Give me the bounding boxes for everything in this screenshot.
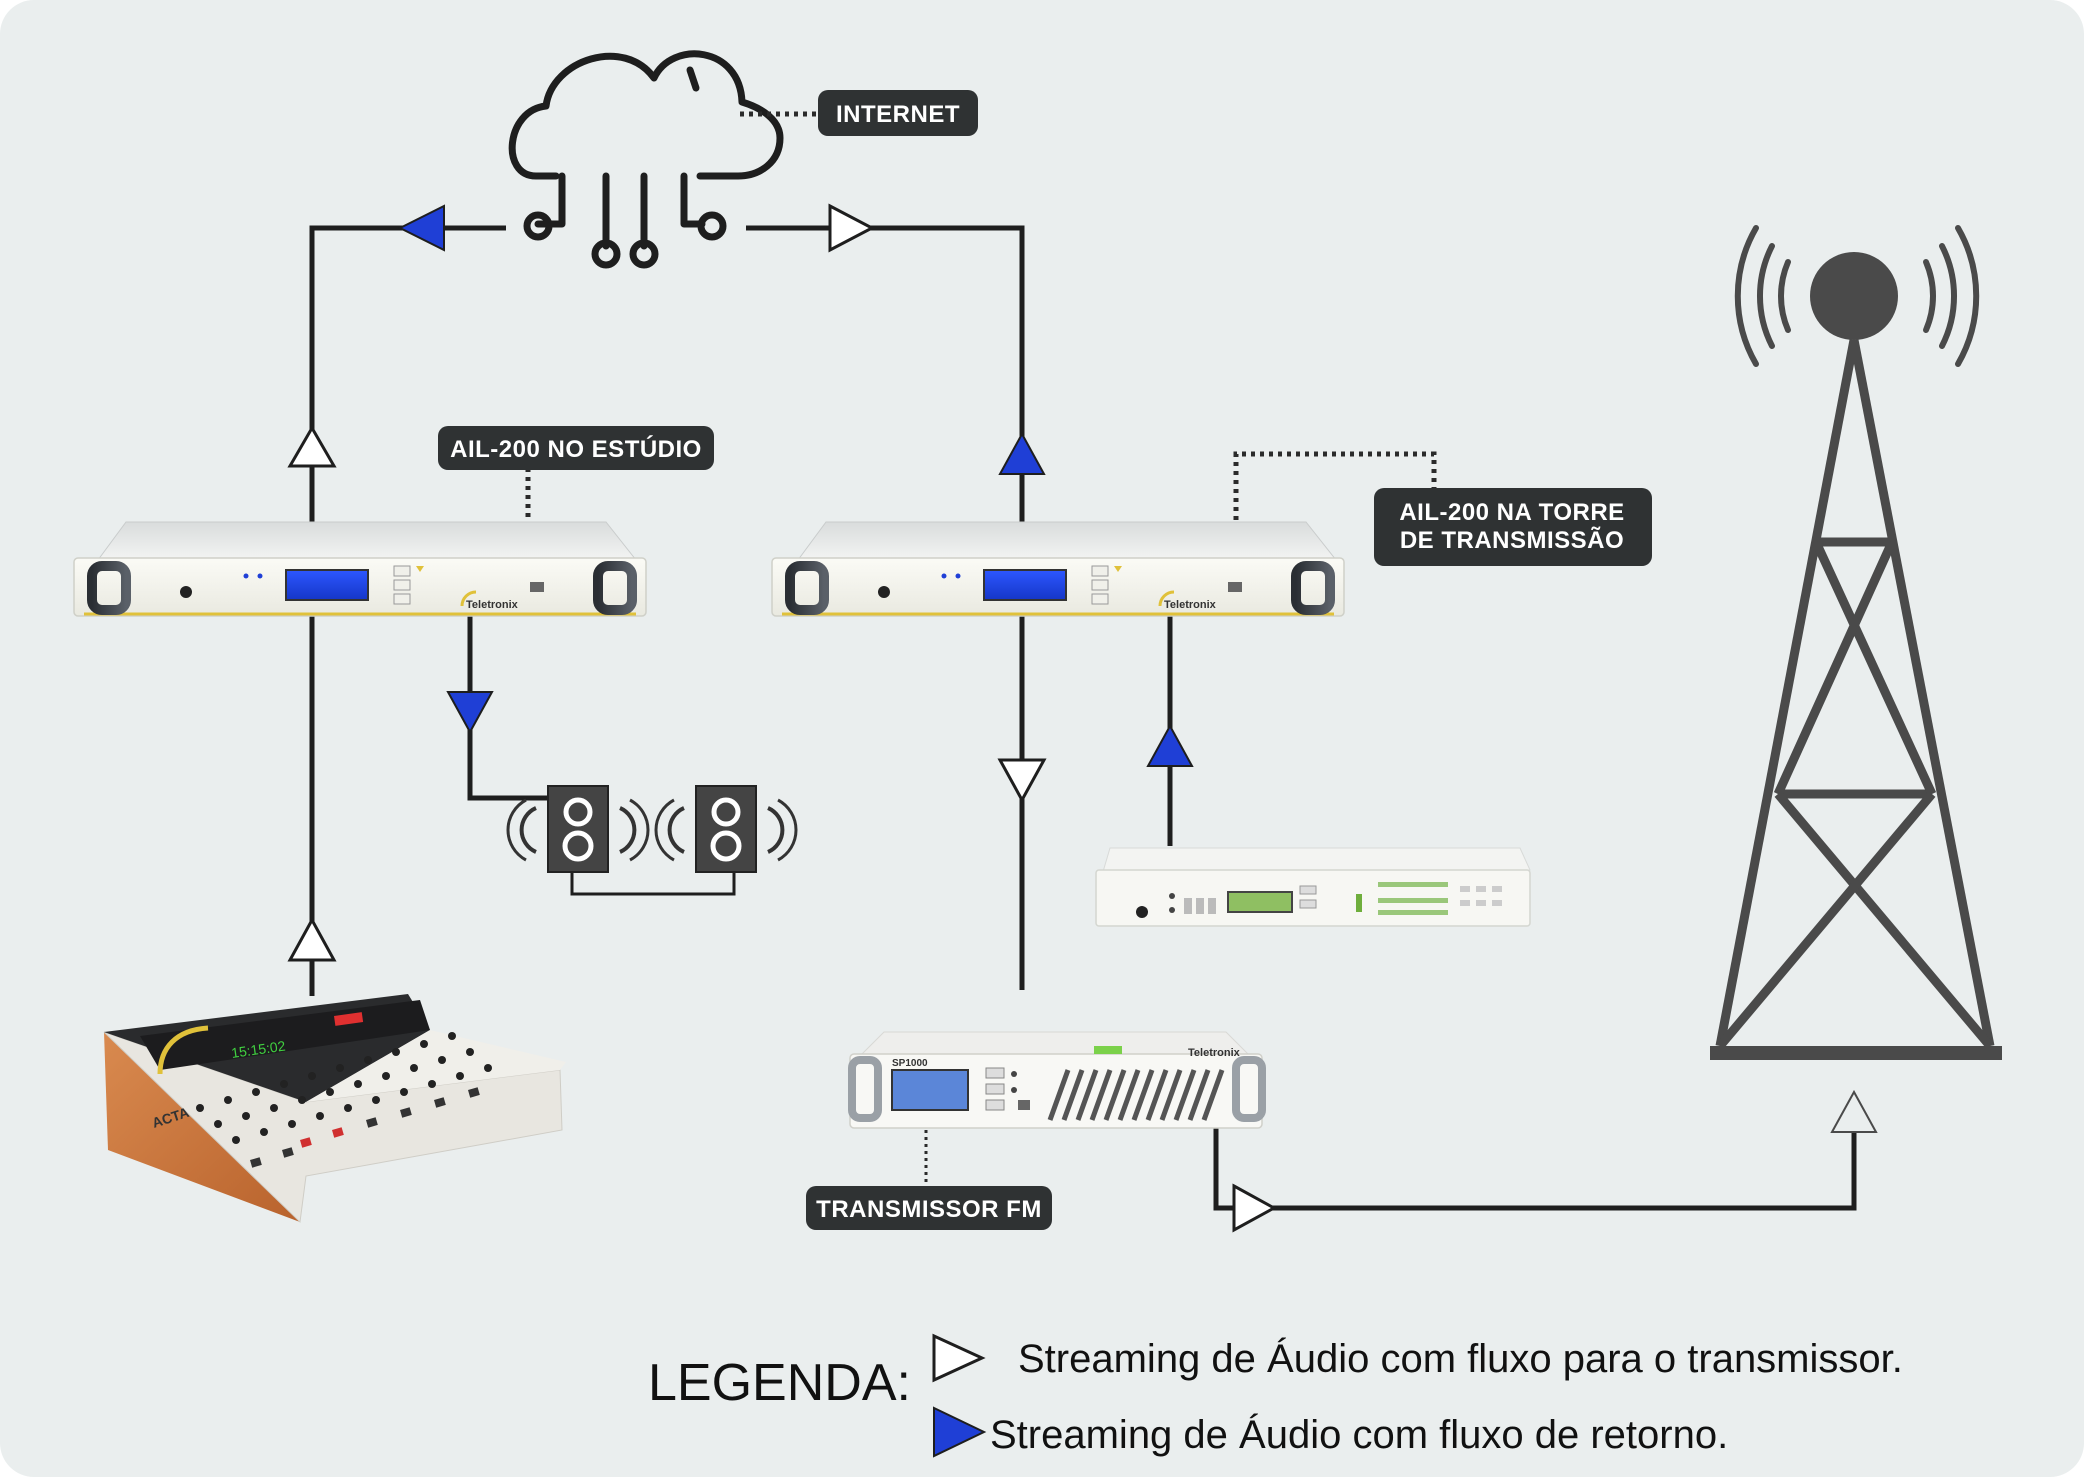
arrow-return-icon	[397, 204, 445, 252]
studio-codec-label: AIL-200 NO ESTÚDIO	[438, 426, 714, 470]
mixing-console-device: 15:15:02 ACTA	[103, 994, 566, 1224]
arrow-return-icon	[933, 1406, 987, 1458]
tower-codec-brand: Teletronix	[1164, 599, 1217, 611]
legend-forward-text: Streaming de Áudio com fluxo para o tran…	[1018, 1336, 1903, 1381]
arrow-forward-icon	[828, 203, 876, 253]
arrow-return-icon	[446, 691, 494, 735]
internet-label-text: INTERNET	[836, 101, 960, 128]
fm-transmitter-label: TRANSMISSOR FM	[806, 1186, 1052, 1230]
arrow-forward-icon	[1830, 1089, 1878, 1133]
arrow-forward-icon	[1232, 1183, 1278, 1233]
studio-codec-brand: Teletronix	[466, 599, 519, 611]
legend: LEGENDA: Streaming de Áudio com fluxo pa…	[648, 1333, 1903, 1458]
tower-label-leader	[1233, 451, 1437, 520]
transmitter-model-text: SP1000	[892, 1058, 928, 1069]
fm-transmitter-label-text: TRANSMISSOR FM	[816, 1196, 1042, 1223]
audio-processor-device	[1095, 847, 1531, 927]
tower-codec-label-line2: DE TRANSMISSÃO	[1400, 526, 1624, 554]
legend-title: LEGENDA:	[648, 1354, 911, 1412]
transmitter-brand: Teletronix	[1188, 1047, 1241, 1059]
arrow-return-icon	[998, 431, 1046, 475]
wire-speaker-link	[570, 870, 736, 896]
legend-return-text: Streaming de Áudio com fluxo de retorno.	[990, 1412, 1728, 1457]
radio-tower-icon	[1710, 225, 2002, 1060]
console-display-text: 15:15:02	[230, 1038, 286, 1061]
speaker-icon	[506, 785, 650, 873]
fm-transmitter-device: SP1000 Teletronix	[848, 1031, 1266, 1129]
arrow-forward-icon	[932, 1333, 986, 1383]
tower-codec-label: AIL-200 NA TORRE DE TRANSMISSÃO	[1374, 488, 1652, 566]
cloud-circuit-icon	[508, 50, 784, 269]
internet-label: INTERNET	[818, 90, 978, 136]
arrow-return-icon	[1146, 723, 1194, 767]
arrow-forward-icon	[997, 758, 1047, 804]
arrow-forward-icon	[287, 425, 337, 468]
wire-transmitter-antenna	[1213, 1118, 1857, 1211]
studio-codec-label-text: AIL-200 NO ESTÚDIO	[450, 435, 702, 463]
studio-codec-device: Teletronix	[73, 521, 647, 617]
tower-codec-device: Teletronix	[771, 521, 1345, 617]
tower-codec-label-line1: AIL-200 NA TORRE	[1399, 499, 1624, 526]
wire-studio-speakers	[467, 614, 560, 801]
arrow-forward-icon	[287, 916, 337, 962]
speaker-icon	[654, 785, 798, 873]
